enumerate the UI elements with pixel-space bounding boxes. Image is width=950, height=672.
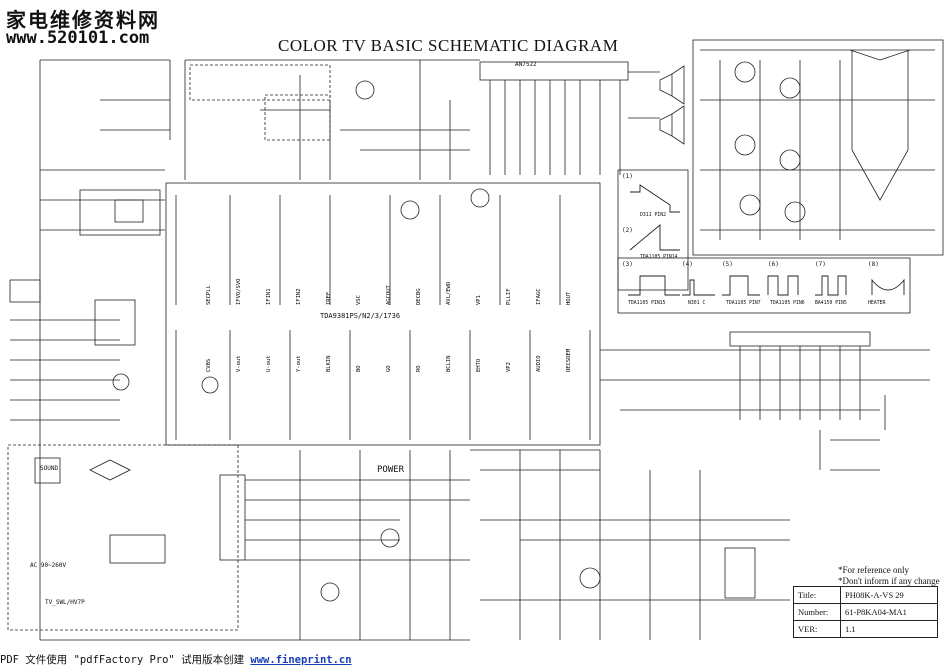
waveform-id: (6) xyxy=(768,261,779,268)
waveform-7-icon xyxy=(815,275,847,296)
note-line-2: *Don't inform if any change xyxy=(838,576,940,586)
pin-label: V-out xyxy=(236,355,242,372)
version-row: VER: 1.1 xyxy=(793,620,938,638)
power-supply-area xyxy=(7,444,239,631)
waveform-4-icon xyxy=(682,279,715,296)
pin-label: AUDIO xyxy=(536,355,542,372)
pin-label: RO xyxy=(416,365,422,372)
waveform-id: (7) xyxy=(815,261,826,268)
main-ic-outline xyxy=(165,182,601,446)
pdf-footer: PDF 文件使用 "pdfFactory Pro" 试用版本创建 www.fin… xyxy=(0,652,352,667)
pin-label: SECPLL xyxy=(206,284,212,305)
site-url: www.520101.com xyxy=(6,28,150,48)
waveform-caption: TDA1105 PIN6 xyxy=(770,300,805,306)
pin-label: AGCOUT xyxy=(386,284,392,305)
footer-link[interactable]: www.fineprint.cn xyxy=(250,654,352,666)
bridge-rectifier-icon xyxy=(89,459,131,481)
switching-transformer xyxy=(219,474,246,561)
schematic-drawing: TDA9381PS/N2/3/1736 AN7522 POWER TV_SWL/… xyxy=(7,39,944,641)
pin-label: HOUT xyxy=(566,291,572,305)
waveform-caption: D311 PIN2 xyxy=(640,212,666,218)
site-name-cn: 家电维修资料网 xyxy=(6,8,160,32)
waveform-caption: HEATER xyxy=(868,300,885,306)
title-key: Title: xyxy=(793,586,841,604)
waveform-caption: N301 C xyxy=(688,300,705,306)
pin-label: BLKIN xyxy=(326,355,332,372)
waveform-id: (5) xyxy=(722,261,733,268)
title-row: Title: PH08K-A-VS 29 xyxy=(793,586,938,604)
pin-label: PLLIF xyxy=(506,288,512,305)
crt-tube-icon xyxy=(849,49,911,201)
pin-label: BO xyxy=(356,365,362,372)
diagram-title: COLOR TV BASIC SCHEMATIC DIAGRAM xyxy=(278,36,619,55)
waveform-1-icon xyxy=(630,184,680,213)
pin-label: Y-out xyxy=(296,355,302,372)
mains-rating-label: AC 90~260V xyxy=(30,562,67,569)
sub-ic xyxy=(94,299,136,346)
pin-label: IFIN2 xyxy=(296,288,302,305)
pin-label: EHTO xyxy=(476,359,482,372)
number-row: Number: 61-P8KA04-MA1 xyxy=(793,603,938,621)
pin-label: U-out xyxy=(266,355,272,372)
waveform-id: (1) xyxy=(622,173,633,180)
pin-label: IFIN1 xyxy=(266,288,272,305)
version-key: VER: xyxy=(793,620,841,638)
sound-ic-part: AN7522 xyxy=(515,61,537,68)
pin-label: BCLIN xyxy=(446,355,452,372)
title-block: Title: PH08K-A-VS 29 Number: 61-P8KA04-M… xyxy=(793,586,938,638)
waveform-5-icon xyxy=(722,275,760,296)
waveform-id: (4) xyxy=(682,261,693,268)
pin-label: CVBS xyxy=(206,359,212,372)
waveform-2-icon xyxy=(629,224,680,251)
mains-switch-label: TV_SWL/HV7P xyxy=(45,599,85,606)
waveform-id: (8) xyxy=(868,261,879,268)
waveform-caption: TDA1105 PIN15 xyxy=(628,300,666,306)
crt-board xyxy=(692,39,944,256)
pin-label: VP1 xyxy=(476,295,482,305)
number-value: 61-P8KA04-MA1 xyxy=(840,603,938,621)
pin-label: VSC xyxy=(356,295,362,305)
power-label: POWER xyxy=(377,465,405,475)
flyback-transformer xyxy=(724,547,756,599)
reference-notes: *For reference only *Don't inform if any… xyxy=(838,565,940,587)
pin-label: AVL/EWD xyxy=(446,282,452,305)
number-key: Number: xyxy=(793,603,841,621)
av-jack xyxy=(9,279,41,303)
waveform-caption: BA4150 PIN5 xyxy=(815,300,847,306)
main-ic-bottom-pin-labels: CVBS V-out U-out Y-out BLKIN BO GO RO BCLIN EHTO V… xyxy=(206,348,572,372)
sound-label: SOUND xyxy=(40,465,58,472)
waveform-id: (3) xyxy=(622,261,633,268)
pin-label: VP2 xyxy=(506,362,512,372)
version-value: 1.1 xyxy=(840,620,938,638)
title-value: PH08K-A-VS 29 xyxy=(840,586,938,604)
pin-label: GO xyxy=(386,365,392,372)
waveform-caption: TDA1105 PIN7 xyxy=(726,300,761,306)
note-line-1: *For reference only xyxy=(838,565,909,575)
waveform-id: (2) xyxy=(622,227,633,234)
waveform-caption: TDA1105 PIN14 xyxy=(640,254,678,260)
pin-label: IREF xyxy=(326,292,332,305)
waveform-8-icon xyxy=(871,278,905,295)
pin-label: DECBG xyxy=(416,288,422,305)
waveform-3-icon xyxy=(628,275,680,296)
tuner-module xyxy=(79,189,161,236)
pin-label: IFAGC xyxy=(536,288,542,305)
pin-label: DECSDEM xyxy=(566,348,572,372)
main-ic-part: TDA9381PS/N2/3/1736 xyxy=(320,312,400,320)
main-ic-top-pin-labels: SECPLL IFVO/SVO IFIN1 IFIN2 IREF VSC AGCOUT DEC… xyxy=(206,279,572,306)
keypad-area xyxy=(189,64,331,101)
sound-ic-outline xyxy=(479,61,629,81)
speaker-right-icon xyxy=(659,105,685,145)
waveform-6-icon xyxy=(767,275,799,296)
footer-prefix: PDF 文件使用 "pdfFactory Pro" 试用版本创建 xyxy=(0,654,251,666)
pin-label: IFVO/SVO xyxy=(236,279,242,306)
speaker-left-icon xyxy=(659,65,685,105)
